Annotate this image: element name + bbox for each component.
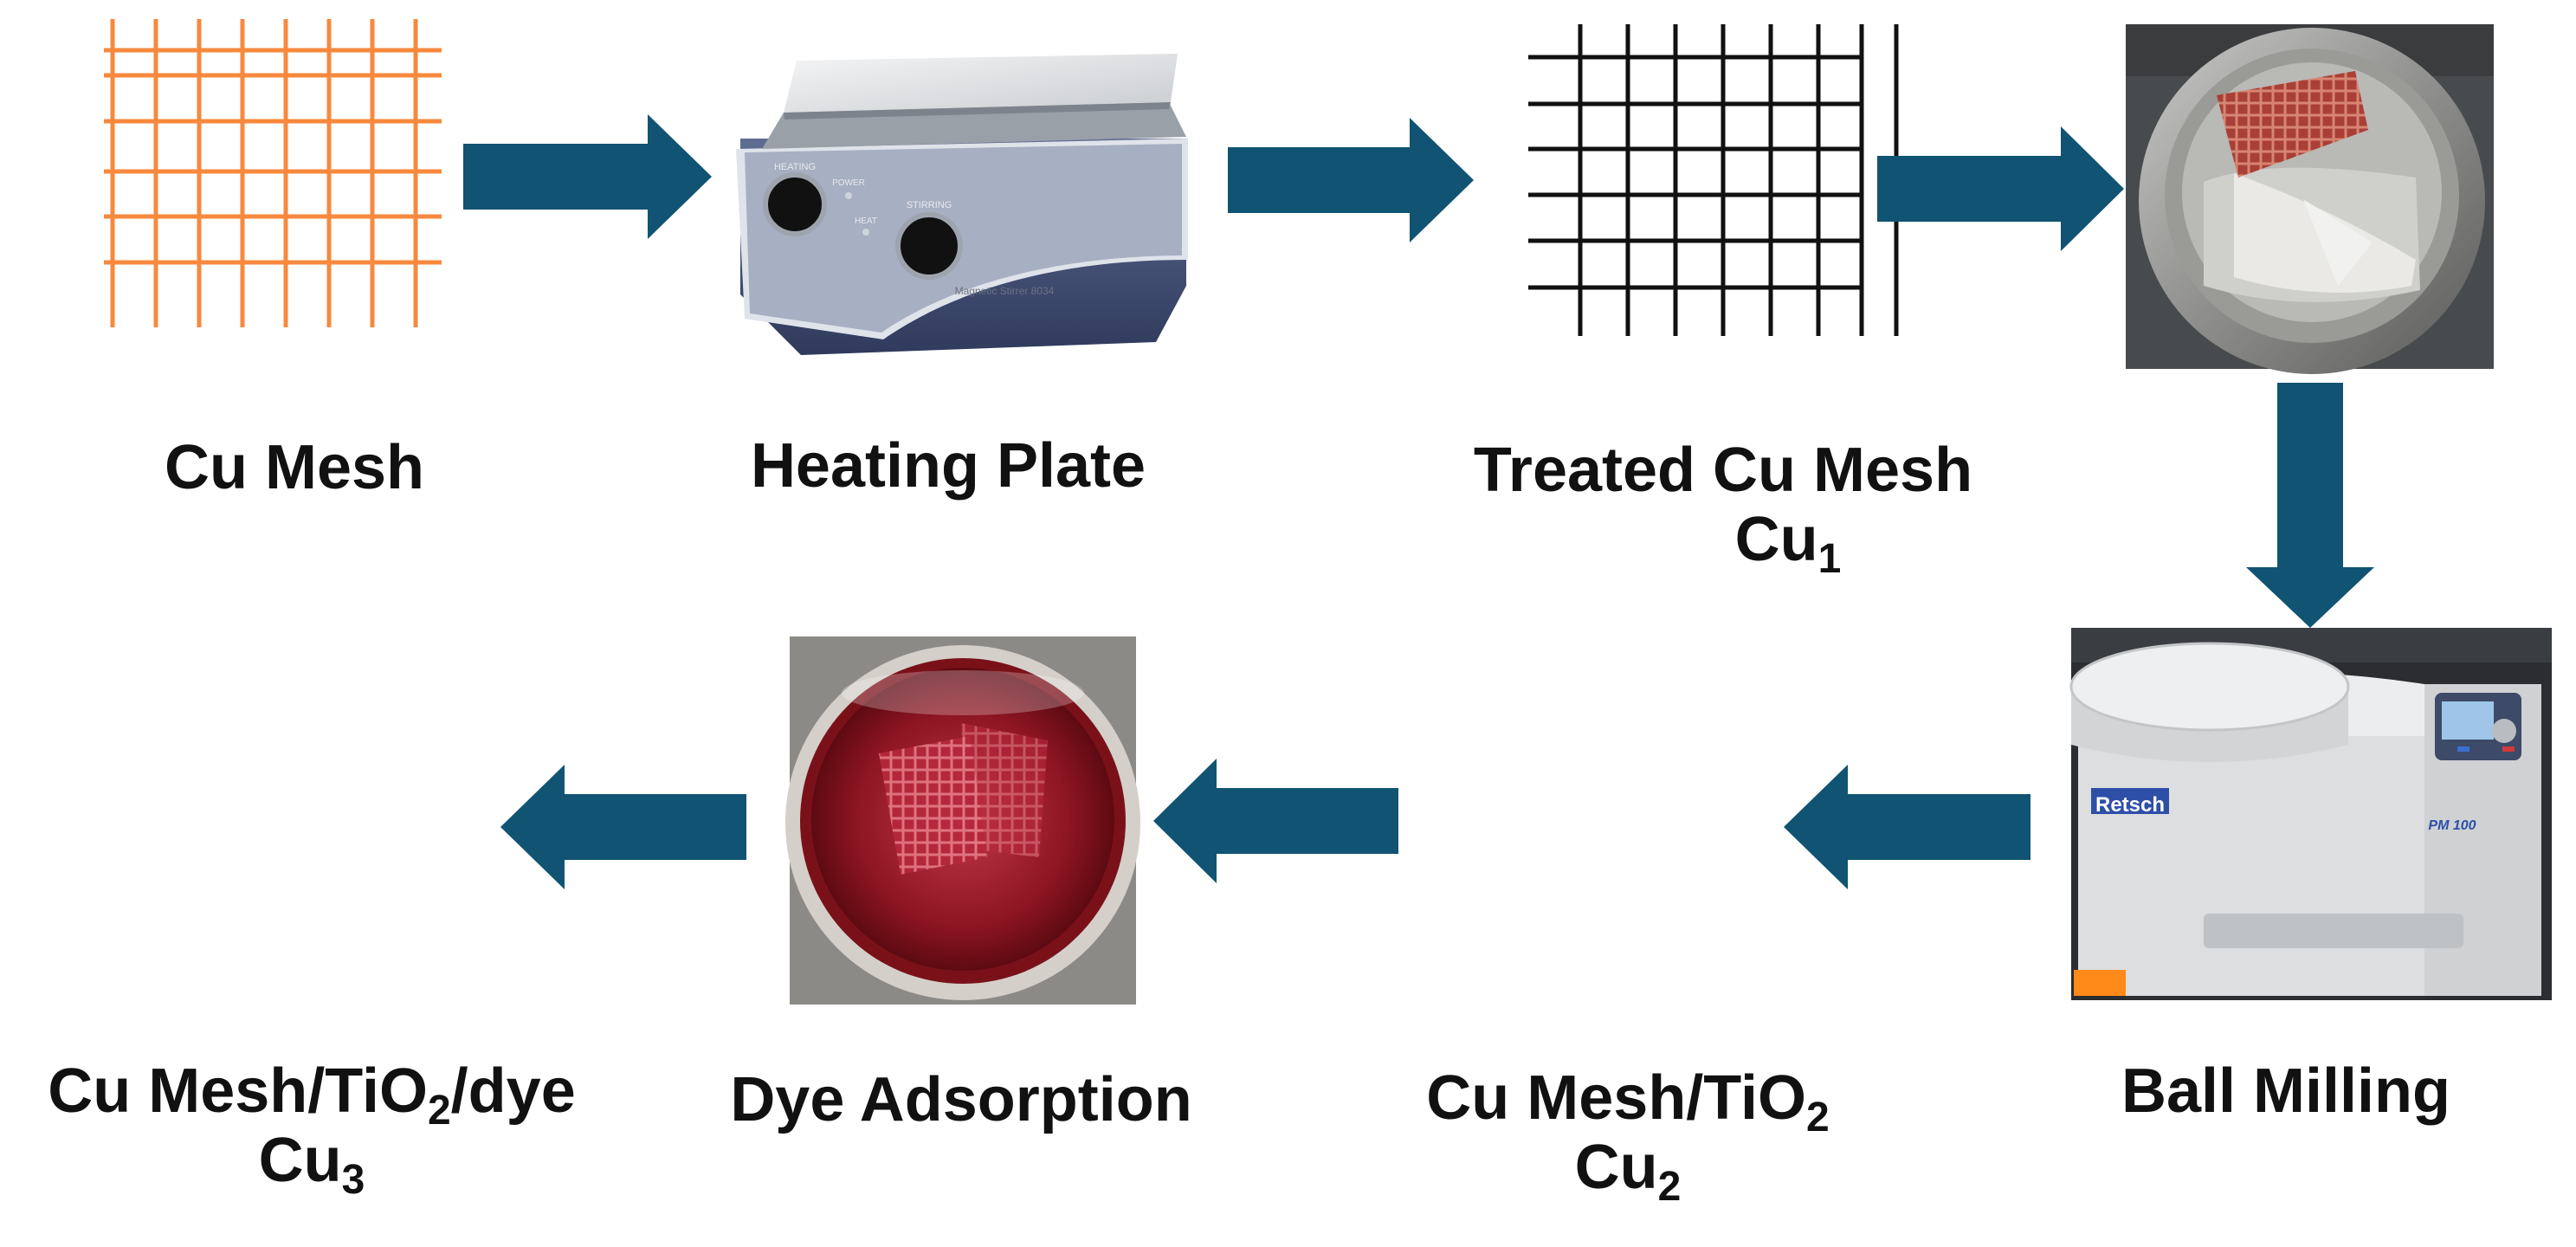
- arrow-right-icon: [1228, 118, 1474, 242]
- arrow-right-icon: [1877, 126, 2124, 251]
- cu-mesh-tio2-dye-icon: [126, 671, 459, 980]
- label-cu-mesh: Cu Mesh: [164, 433, 425, 502]
- arrow-down-icon: [2246, 383, 2374, 628]
- arrow-left-icon: [500, 765, 746, 889]
- ball-mill-photo: [2069, 628, 2552, 1000]
- arrow-left-icon: [1153, 759, 1398, 883]
- label-dye-adsorption: Dye Adsorption: [730, 1065, 1192, 1134]
- hotplate-brand-text: Magnetic Stirrer 8034: [955, 285, 1055, 297]
- label-treated-cu-mesh: Treated Cu Mesh Cu1: [1473, 436, 1973, 582]
- mill-brand-text: Retsch: [2095, 793, 2165, 817]
- cu-mesh-tio2-icon: [1433, 662, 1766, 970]
- heating-plate-icon: [736, 54, 1188, 355]
- hotplate-knob-label-heating: HEATING: [774, 162, 816, 172]
- label-cu-mesh-tio2: Cu Mesh/TiO2 Cu2: [1426, 1063, 1830, 1210]
- mill-model-text: PM 100: [2428, 818, 2476, 833]
- label-heating-plate: Heating Plate: [750, 431, 1146, 501]
- arrow-left-icon: [1784, 765, 2030, 889]
- treated-cu-mesh-icon: [1528, 24, 1899, 336]
- hotplate-knob-label-stirring: STIRRING: [907, 200, 952, 210]
- label-ball-milling: Ball Milling: [2121, 1056, 2450, 1126]
- hotplate-knob-label-heat: HEAT: [855, 216, 877, 226]
- milling-jar-photo: [2126, 24, 2494, 374]
- cu-mesh-orange-icon: [104, 19, 442, 327]
- process-arrows: [463, 114, 2374, 889]
- dye-adsorption-photo: [785, 636, 1140, 1005]
- arrow-right-icon: [463, 114, 712, 239]
- label-cu-mesh-tio2-dye: Cu Mesh/TiO2/dye Cu3: [48, 1056, 576, 1203]
- hotplate-knob-label-power: POWER: [832, 178, 865, 188]
